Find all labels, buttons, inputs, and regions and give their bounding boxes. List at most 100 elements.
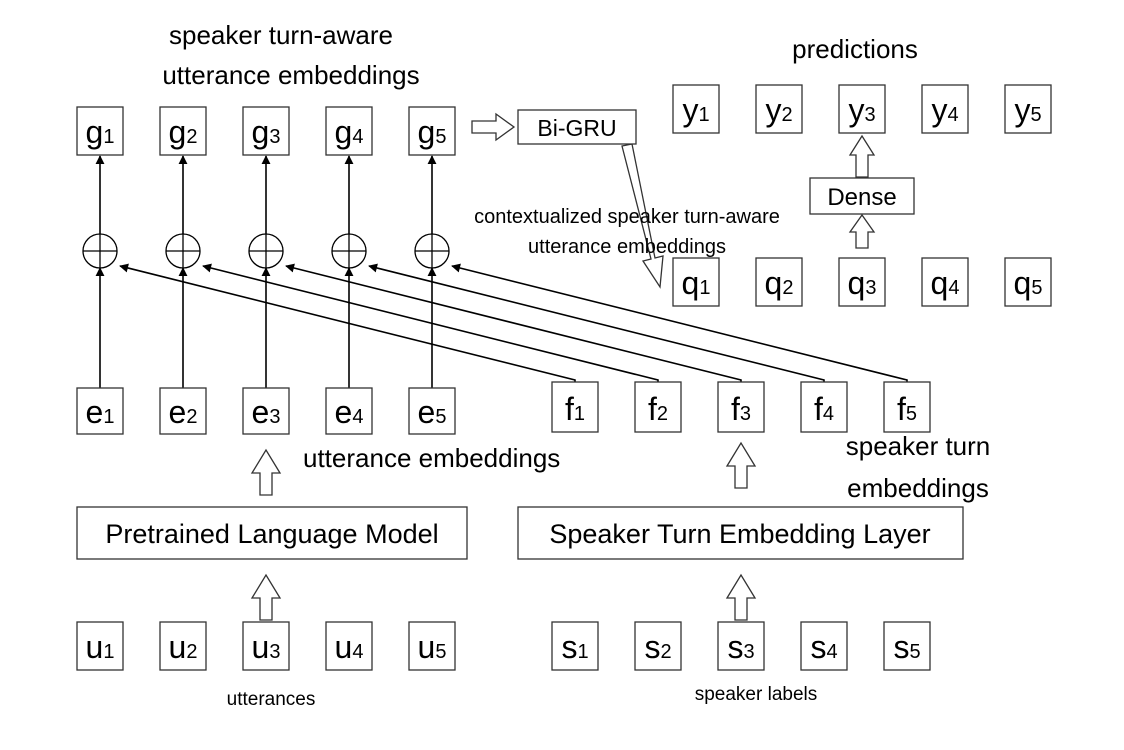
speaker-turn-embedding-token-5: f5 bbox=[883, 381, 931, 433]
turn-aware-token-5: g5 bbox=[408, 106, 456, 156]
contextualized-token-2: q2 bbox=[755, 257, 803, 307]
hollow-arrow-stel-to-f bbox=[725, 441, 757, 489]
svg-text:y5: y5 bbox=[1014, 92, 1041, 128]
svg-text:e1: e1 bbox=[86, 394, 115, 430]
turn-aware-token-3: g3 bbox=[242, 106, 290, 156]
prediction-token-3: y3 bbox=[838, 84, 886, 134]
svg-text:u1: u1 bbox=[86, 629, 115, 665]
sum-nodes bbox=[82, 233, 450, 269]
turn-aware-token-4: g4 bbox=[325, 106, 373, 156]
utterance-embeddings-row: e1 e2 e3 e4 e5 utterance embeddings bbox=[76, 387, 560, 473]
utterance-embedding-token-3: e3 bbox=[242, 387, 290, 435]
svg-text:y2: y2 bbox=[765, 92, 792, 128]
svg-text:q2: q2 bbox=[765, 265, 794, 301]
plus-node-1 bbox=[82, 233, 118, 269]
speaker-turn-embedding-token-2: f2 bbox=[634, 381, 682, 433]
utterance-token-2: u2 bbox=[159, 621, 207, 671]
svg-text:q3: q3 bbox=[848, 265, 877, 301]
hollow-arrow-labels-to-stel bbox=[725, 573, 757, 621]
utterance-token-5: u5 bbox=[408, 621, 456, 671]
svg-text:y4: y4 bbox=[931, 92, 958, 128]
speaker-turn-embedding-token-3: f3 bbox=[717, 381, 765, 433]
contextualized-token-3: q3 bbox=[838, 257, 886, 307]
speaker-turn-embedding-token-1: f1 bbox=[551, 381, 599, 433]
svg-text:g3: g3 bbox=[252, 114, 281, 150]
hollow-arrow-bigru-to-q bbox=[621, 143, 664, 289]
speaker-turn-embedding-layer-box: Speaker Turn Embedding Layer bbox=[517, 506, 964, 560]
contextualized-caption-line2: utterance embeddings bbox=[528, 236, 726, 258]
svg-text:e3: e3 bbox=[252, 394, 281, 430]
dense-box: Dense bbox=[809, 177, 915, 215]
speaker-label-token-5: s5 bbox=[883, 621, 931, 671]
contextualized-token-1: q1 bbox=[672, 257, 720, 307]
svg-text:g1: g1 bbox=[86, 114, 115, 150]
speaker-turn-embedding-layer-label: Speaker Turn Embedding Layer bbox=[549, 519, 930, 549]
contextualized-token-5: q5 bbox=[1004, 257, 1052, 307]
utterances-row: u1 u2 u3 u4 u5 utterances bbox=[76, 621, 456, 710]
svg-text:u3: u3 bbox=[252, 629, 281, 665]
pretrained-language-model-label: Pretrained Language Model bbox=[105, 519, 438, 549]
turn-aware-embeddings-row: speaker turn-aware utterance embeddings … bbox=[76, 20, 456, 156]
plus-node-2 bbox=[165, 233, 201, 269]
speaker-label-token-1: s1 bbox=[551, 621, 599, 671]
plus-node-3 bbox=[248, 233, 284, 269]
prediction-token-1: y1 bbox=[672, 84, 720, 134]
utterances-caption: utterances bbox=[227, 689, 316, 710]
plus-node-5 bbox=[414, 233, 450, 269]
speaker-label-token-4: s4 bbox=[800, 621, 848, 671]
svg-text:f3: f3 bbox=[731, 391, 751, 427]
utterance-embedding-token-5: e5 bbox=[408, 387, 456, 435]
svg-text:y1: y1 bbox=[682, 92, 709, 128]
bigru-label: Bi-GRU bbox=[537, 115, 616, 141]
utterance-embedding-token-2: e2 bbox=[159, 387, 207, 435]
svg-text:f5: f5 bbox=[897, 391, 917, 427]
contextualized-caption-line1: contextualized speaker turn-aware bbox=[474, 206, 780, 228]
hollow-arrow-g-to-bigru bbox=[471, 112, 516, 142]
utterance-embedding-token-1: e1 bbox=[76, 387, 124, 435]
pretrained-language-model-box: Pretrained Language Model bbox=[76, 506, 468, 560]
svg-text:s2: s2 bbox=[644, 629, 671, 665]
utterance-token-4: u4 bbox=[325, 621, 373, 671]
utterance-token-3: u3 bbox=[242, 621, 290, 671]
svg-text:s3: s3 bbox=[727, 629, 754, 665]
utterance-embedding-token-4: e4 bbox=[325, 387, 373, 435]
hollow-arrow-utterances-to-plm bbox=[250, 573, 282, 621]
utterance-embeddings-caption: utterance embeddings bbox=[303, 443, 560, 473]
svg-text:e2: e2 bbox=[169, 394, 198, 430]
svg-text:e5: e5 bbox=[418, 394, 447, 430]
svg-text:q5: q5 bbox=[1014, 265, 1043, 301]
svg-text:f2: f2 bbox=[648, 391, 668, 427]
arrow-f2-to-plus2 bbox=[202, 263, 659, 388]
speaker-labels-caption: speaker labels bbox=[695, 684, 818, 705]
turn-aware-caption-line2: utterance embeddings bbox=[162, 60, 419, 90]
svg-text:y3: y3 bbox=[848, 92, 875, 128]
bigru-box: Bi-GRU bbox=[517, 109, 637, 145]
contextualized-embeddings-row: contextualized speaker turn-aware uttera… bbox=[474, 206, 1052, 307]
speaker-turn-embeddings-caption-line1: speaker turn bbox=[846, 431, 991, 461]
hollow-arrow-q-to-dense bbox=[848, 213, 876, 249]
speaker-label-token-3: s3 bbox=[717, 621, 765, 671]
svg-text:g2: g2 bbox=[169, 114, 198, 150]
svg-text:g4: g4 bbox=[335, 114, 364, 150]
svg-text:q4: q4 bbox=[931, 265, 960, 301]
contextualized-token-4: q4 bbox=[921, 257, 969, 307]
hollow-arrow-plm-to-e bbox=[250, 448, 282, 496]
svg-text:f1: f1 bbox=[565, 391, 585, 427]
prediction-token-2: y2 bbox=[755, 84, 803, 134]
svg-text:s1: s1 bbox=[561, 629, 588, 665]
svg-text:u5: u5 bbox=[418, 629, 447, 665]
svg-text:u4: u4 bbox=[335, 629, 364, 665]
turn-aware-token-1: g1 bbox=[76, 106, 124, 156]
hollow-arrows bbox=[250, 112, 876, 621]
turn-aware-caption-line1: speaker turn-aware bbox=[169, 20, 393, 50]
svg-text:e4: e4 bbox=[335, 394, 364, 430]
prediction-token-5: y5 bbox=[1004, 84, 1052, 134]
svg-text:s4: s4 bbox=[810, 629, 837, 665]
svg-text:q1: q1 bbox=[682, 265, 711, 301]
arrow-f1-to-plus1 bbox=[119, 263, 576, 388]
svg-text:s5: s5 bbox=[893, 629, 920, 665]
speaker-turn-embeddings-caption-line2: embeddings bbox=[847, 473, 989, 503]
prediction-token-4: y4 bbox=[921, 84, 969, 134]
svg-text:g5: g5 bbox=[418, 114, 447, 150]
